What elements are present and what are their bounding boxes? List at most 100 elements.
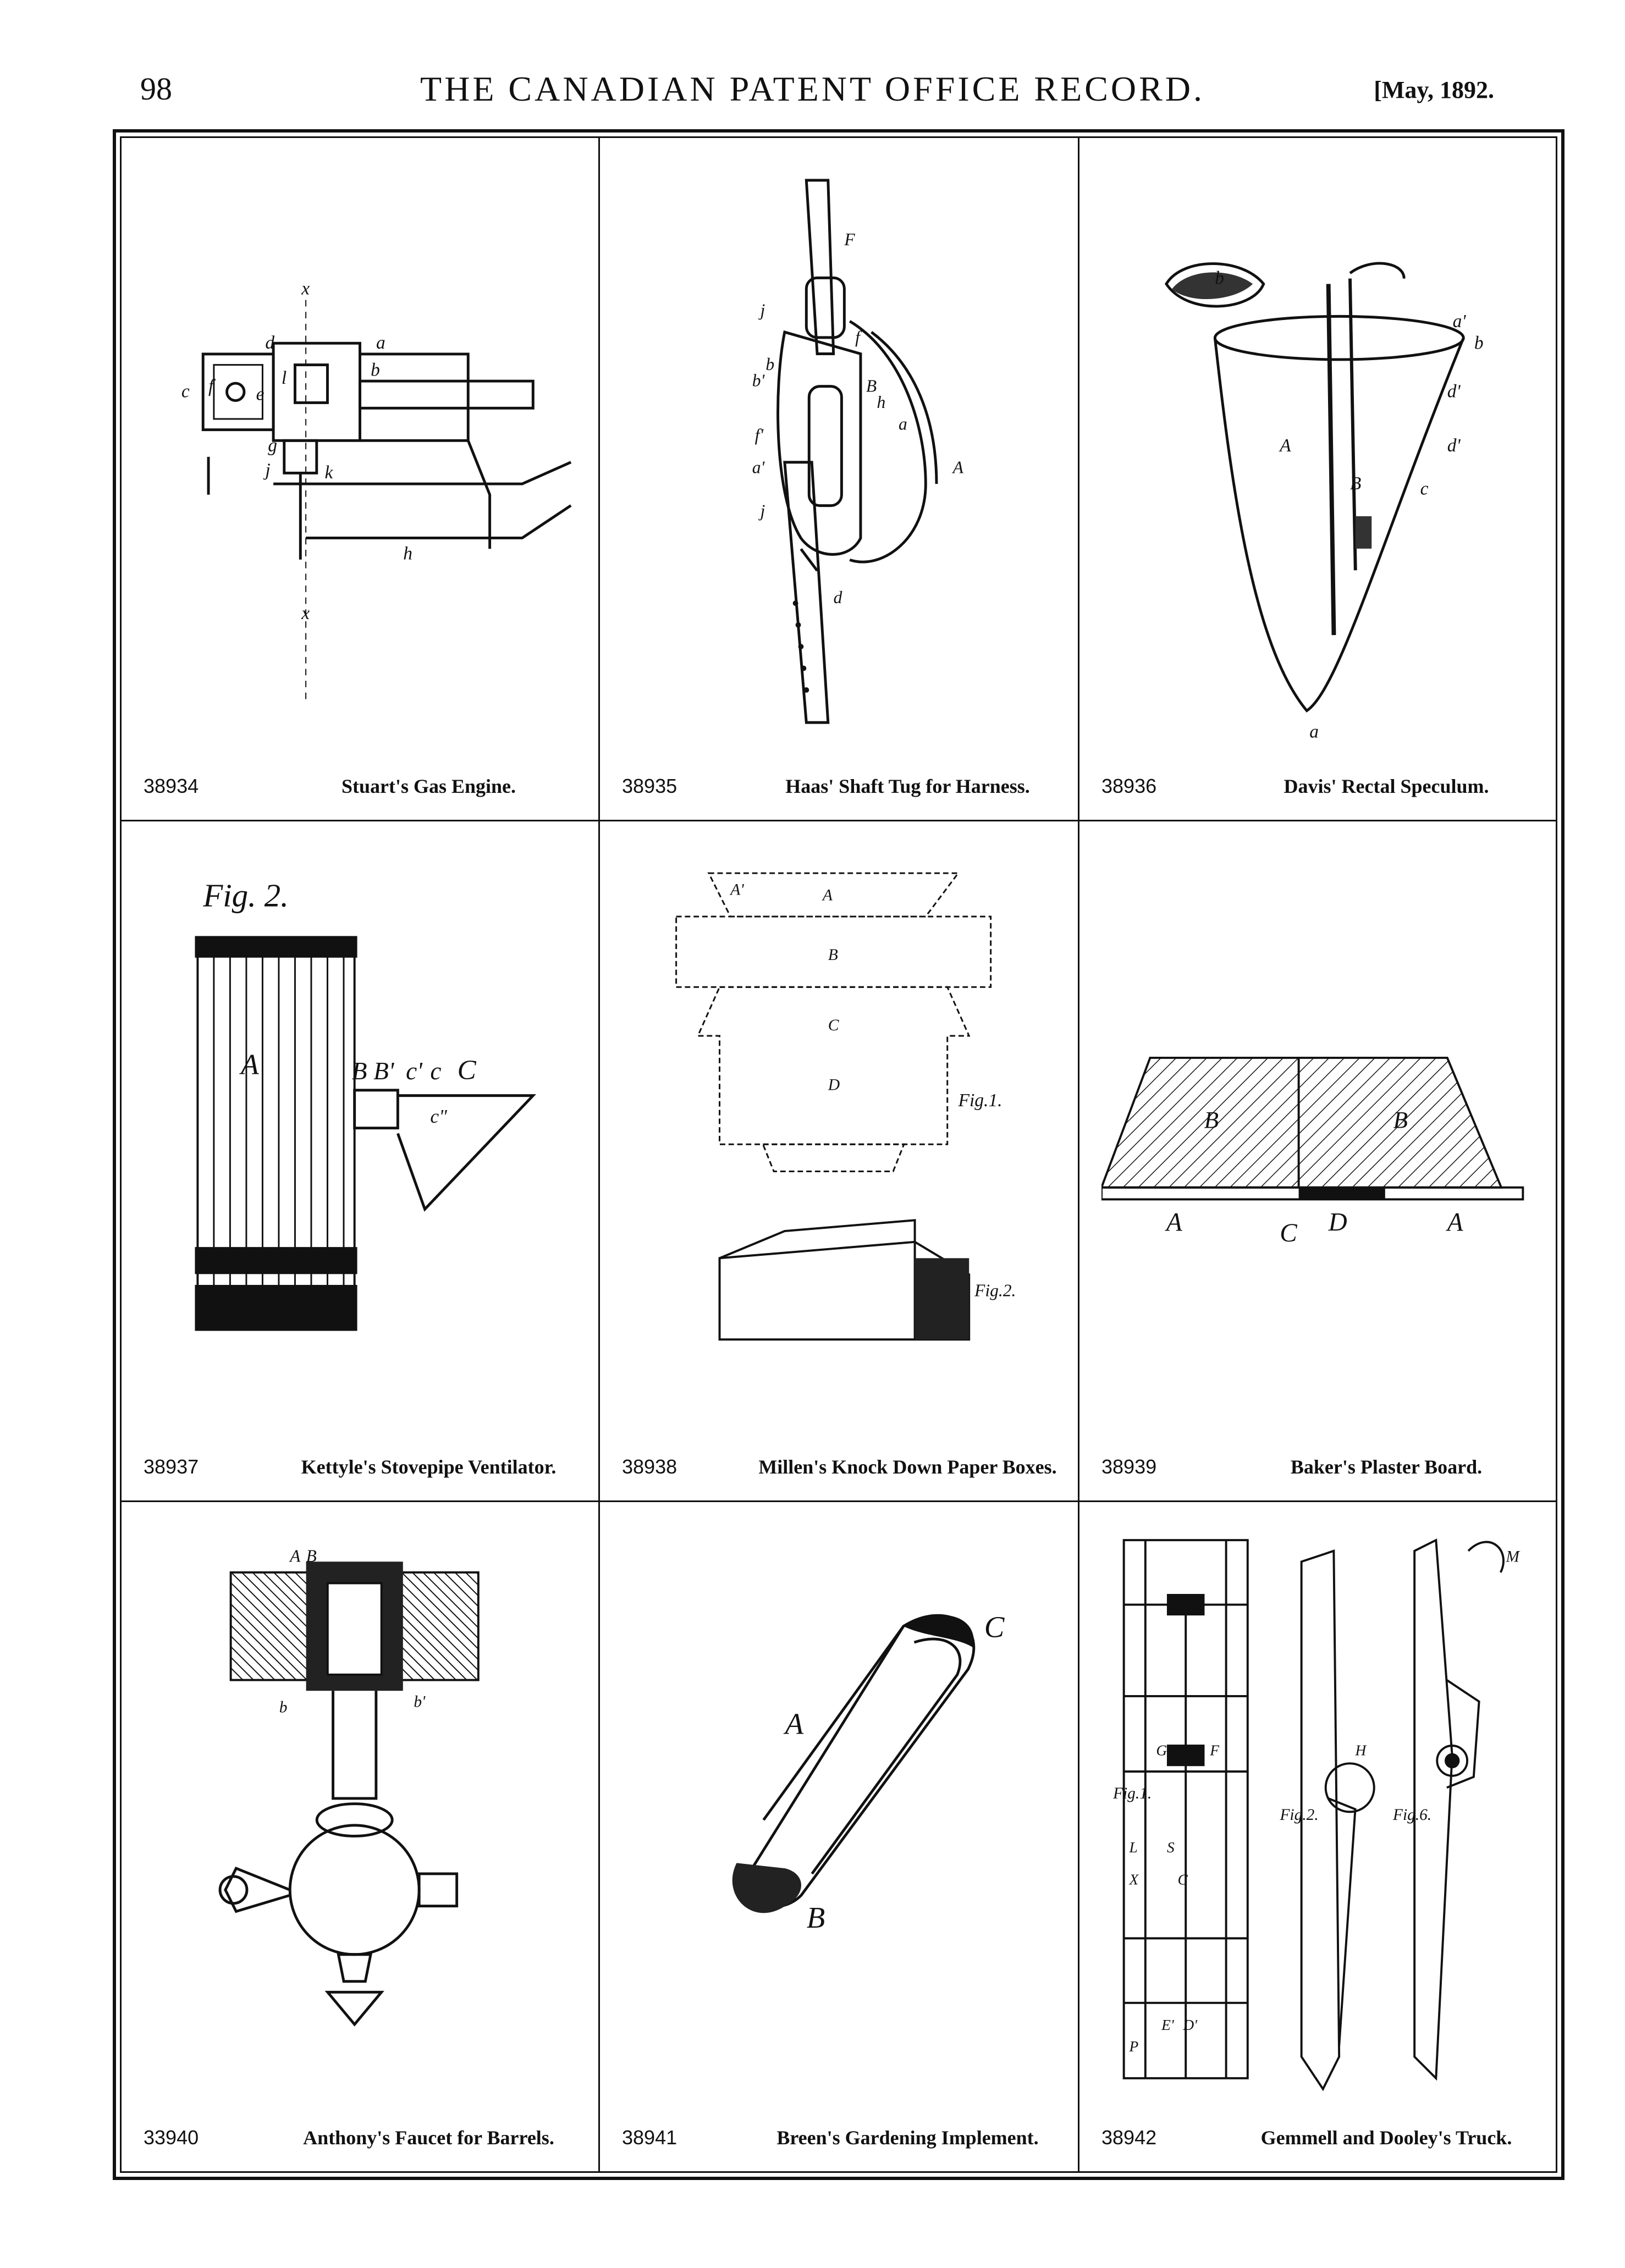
figure-label: f xyxy=(208,376,216,396)
figure-label: e xyxy=(256,384,265,405)
patent-cell: b a' b d' A d' B c a 38936 Davis' Rectal… xyxy=(1079,138,1556,820)
figure-label: C xyxy=(1280,1219,1297,1248)
figure-label: C xyxy=(984,1610,1005,1643)
figure-label: d' xyxy=(1447,382,1461,402)
patent-cell: Fig.1. Fig.2. Fig.6. G F H L S C X E' D'… xyxy=(1079,1502,1556,2171)
patent-number: 38934 xyxy=(144,775,199,797)
figure-label: A xyxy=(289,1546,301,1565)
figure-label: B xyxy=(1204,1107,1219,1134)
journal-title: THE CANADIAN PATENT OFFICE RECORD. xyxy=(420,69,1205,108)
figure-label: G xyxy=(1156,1742,1167,1759)
patent-cell: F j f b b' B h a f' a' A j d 38935 Haas'… xyxy=(600,138,1078,820)
faucet-drawing: A B b b' xyxy=(218,1546,480,2027)
figure-label: h xyxy=(403,544,412,564)
figure-label: D xyxy=(1328,1208,1347,1237)
figure-label: Fig.6. xyxy=(1392,1806,1431,1824)
figure-label: c' xyxy=(406,1057,423,1085)
patent-title: Kettyle's Stovepipe Ventilator. xyxy=(301,1456,557,1478)
paper-boxes-drawing: A' A B C D Fig.1. Fig.2. xyxy=(675,872,1016,1341)
figure-paper-boxes: A' A B C D Fig.1. Fig.2. xyxy=(622,838,1056,1429)
figure-label: h xyxy=(877,393,886,412)
patent-caption: 38938 Millen's Knock Down Paper Boxes. xyxy=(622,1455,1061,1488)
patent-number: 38942 xyxy=(1101,2126,1157,2149)
patent-title: Gemmell and Dooley's Truck. xyxy=(1260,2127,1512,2149)
patent-number: 38936 xyxy=(1101,775,1157,797)
figure-label: Fig.1. xyxy=(1112,1785,1152,1802)
page-header: 98 THE CANADIAN PATENT OFFICE RECORD. [M… xyxy=(0,0,1625,126)
figure-label: B xyxy=(807,1901,825,1934)
figure-label: X xyxy=(1128,1872,1139,1888)
figure-ventilator: Fig. 2. A B B' c' c C c" xyxy=(144,838,576,1429)
figure-label: S xyxy=(1167,1839,1175,1856)
column-divider xyxy=(598,138,600,2171)
figure-label: j xyxy=(263,460,270,480)
figure-label: H xyxy=(1355,1742,1368,1759)
figure-label: b xyxy=(1215,268,1224,288)
figure-label: F xyxy=(1209,1742,1219,1759)
page-frame-outer xyxy=(113,129,1565,2180)
patent-title: Davis' Rectal Speculum. xyxy=(1284,775,1489,797)
gardening-drawing: A B C xyxy=(732,1610,1005,1934)
figure-label: d' xyxy=(1447,435,1461,456)
figure-label: C xyxy=(458,1055,477,1086)
gas-engine-drawing: x d a c f e b l g j k h x xyxy=(181,279,572,700)
patent-number: 38939 xyxy=(1101,1455,1157,1478)
patent-cell: Fig. 2. A B B' c' c C c" 38937 Kettyle's… xyxy=(122,821,598,1500)
figure-label: M xyxy=(1506,1548,1521,1565)
figure-label: k xyxy=(325,462,334,483)
figure-label: A' xyxy=(729,881,744,899)
patent-number: 33940 xyxy=(144,2126,199,2149)
figure-plaster-board: B B A C D A xyxy=(1101,838,1534,1429)
speculum-drawing: b a' b d' A d' B c a xyxy=(1164,262,1484,742)
figure-label: d xyxy=(265,333,274,353)
figure-label: A xyxy=(822,886,833,904)
patent-number: 38937 xyxy=(144,1455,199,1478)
patent-number: 38935 xyxy=(622,775,677,797)
plaster-board-drawing: B B A C D A xyxy=(1101,1056,1524,1248)
figure-label: Fig.2. xyxy=(1279,1806,1318,1824)
figure-label: c" xyxy=(430,1105,447,1127)
figure-label: b xyxy=(1474,333,1484,353)
figure-shaft-tug: F j f b b' B h a f' a' A j d xyxy=(622,154,1056,748)
figure-label: A xyxy=(784,1707,804,1740)
patent-title: Millen's Knock Down Paper Boxes. xyxy=(758,1456,1057,1478)
patent-caption: 38937 Kettyle's Stovepipe Ventilator. xyxy=(144,1455,582,1488)
figure-label: d xyxy=(834,588,842,607)
truck-drawing: Fig.1. Fig.2. Fig.6. G F H L S C X E' D'… xyxy=(1112,1538,1521,2092)
figure-label: B xyxy=(306,1546,317,1565)
figure-label: g xyxy=(268,435,277,456)
figure-label: D xyxy=(828,1077,840,1094)
shaft-tug-drawing: F j f b b' B h a f' a' A j d xyxy=(752,179,964,724)
patent-title: Baker's Plaster Board. xyxy=(1290,1456,1483,1478)
row-divider xyxy=(122,1500,1556,1502)
figure-label: A xyxy=(239,1049,259,1080)
figure-gardening: A B C xyxy=(622,1519,1056,2100)
patent-caption: 38939 Baker's Plaster Board. xyxy=(1101,1455,1539,1488)
patent-caption: 38942 Gemmell and Dooley's Truck. xyxy=(1101,2126,1539,2159)
page-frame-inner xyxy=(120,136,1557,2173)
figure-label: A xyxy=(1165,1208,1182,1237)
patent-cell: A' A B C D Fig.1. Fig.2. 38938 Millen's … xyxy=(600,821,1078,1500)
figure-label: B xyxy=(866,377,877,396)
patent-caption: 38936 Davis' Rectal Speculum. xyxy=(1101,775,1539,808)
row-divider xyxy=(122,820,1556,821)
figure-label: j xyxy=(758,300,765,319)
figure-label: a xyxy=(1309,722,1319,742)
figure-label: b xyxy=(279,1698,288,1716)
column-divider xyxy=(1078,138,1079,2171)
figure-label: f' xyxy=(755,425,764,444)
patent-title: Breen's Gardening Implement. xyxy=(776,2127,1039,2149)
figure-label: a xyxy=(899,415,907,434)
patent-cell: A B b b' 33940 Anthony's Faucet for Barr… xyxy=(122,1502,598,2171)
figure-label: b' xyxy=(752,371,765,390)
figure-label: l xyxy=(282,368,287,388)
page-number: 98 xyxy=(140,71,172,107)
figure-label: C xyxy=(828,1017,839,1034)
figure-label: A xyxy=(952,457,964,477)
figure-gas-engine: x d a c f e b l g j k h x xyxy=(144,154,576,748)
patent-cell: B B A C D A 38939 Baker's Plaster Board. xyxy=(1079,821,1556,1500)
figure-label: a' xyxy=(752,457,765,477)
figure-label: x xyxy=(301,279,310,299)
patent-cell: A B C 38941 Breen's Gardening Implement. xyxy=(600,1502,1078,2171)
figure-label: L xyxy=(1128,1839,1137,1856)
